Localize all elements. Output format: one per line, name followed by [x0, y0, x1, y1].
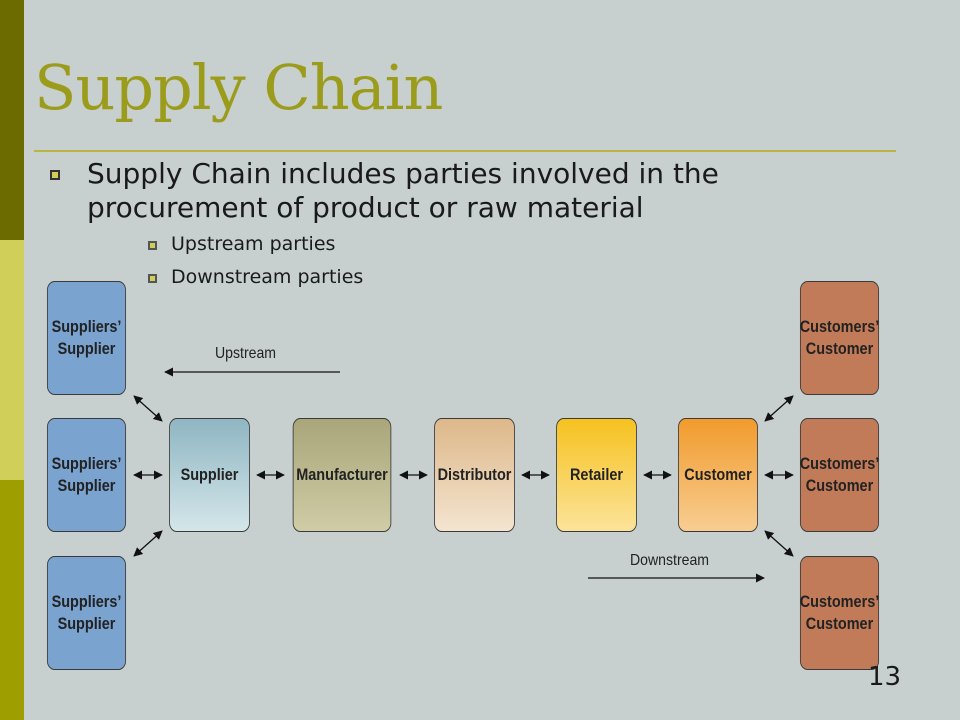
- slide-title: Supply Chain: [34, 51, 443, 124]
- main-bullet: Supply Chain includes parties involved i…: [50, 157, 850, 225]
- connector-arrow: [764, 530, 794, 557]
- manufacturer-box: Manufacturer: [292, 418, 392, 532]
- customer-box: Customer: [678, 418, 758, 532]
- sidebar-stripe-bottom: [0, 480, 24, 720]
- sub-bullet-text: Downstream parties: [171, 266, 364, 288]
- suppliers-supplier-box: Suppliers’Supplier: [46, 418, 127, 532]
- sub-bullet-text: Upstream parties: [171, 233, 336, 255]
- sidebar-stripe-middle: [0, 240, 24, 480]
- connector-arrow: [764, 395, 794, 422]
- upstream-label: Upstream: [215, 345, 277, 362]
- connector-arrow: [133, 395, 163, 422]
- square-bullet-icon: [148, 241, 157, 250]
- customers-customer-box: Customers’Customer: [800, 281, 879, 395]
- sidebar-stripe-top: [0, 0, 24, 240]
- title-divider: [34, 150, 896, 152]
- retailer-box: Retailer: [556, 418, 637, 532]
- suppliers-supplier-box: Suppliers’Supplier: [46, 556, 127, 670]
- suppliers-supplier-box: Suppliers’Supplier: [46, 281, 127, 395]
- sub-bullet-downstream: Downstream parties: [148, 266, 363, 288]
- customers-customer-box: Customers’Customer: [800, 556, 879, 670]
- square-bullet-icon: [50, 170, 60, 180]
- sub-bullet-upstream: Upstream parties: [148, 233, 335, 255]
- distributor-box: Distributor: [434, 418, 515, 532]
- supplier-box: Supplier: [169, 418, 250, 532]
- customers-customer-box: Customers’Customer: [800, 418, 879, 532]
- downstream-label: Downstream: [630, 552, 710, 569]
- main-bullet-text: Supply Chain includes parties involved i…: [87, 157, 719, 224]
- square-bullet-icon: [148, 274, 157, 283]
- connector-arrow: [133, 530, 163, 557]
- page-number: 13: [868, 662, 902, 692]
